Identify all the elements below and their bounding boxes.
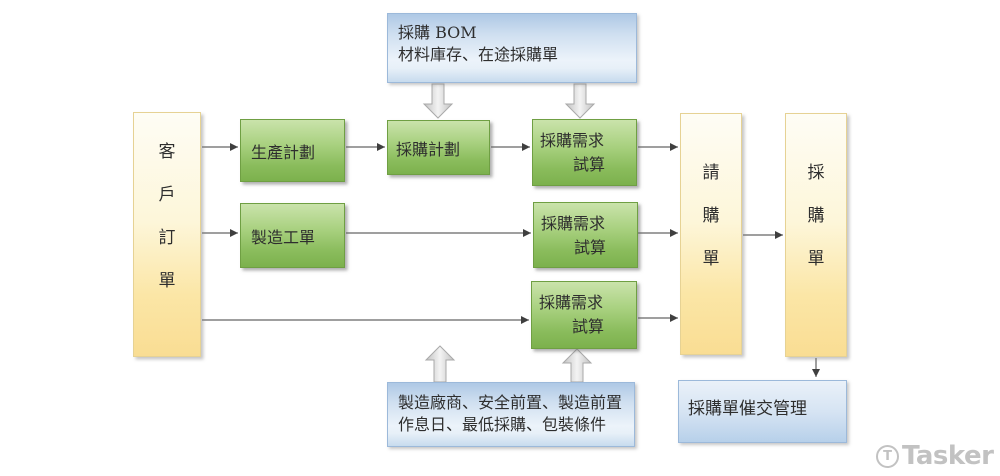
tasker-logo-letter: T [883,448,892,464]
req-calc1-line1: 採購需求 [540,131,605,150]
supplier-conditions-line1: 製造廠商、安全前置、製造前置 [398,393,623,412]
requisition-box: 請 購 單 [680,113,742,355]
purchase-req-calc-box-row1: 採購需求 試算 [532,119,637,186]
block-arrow-up-to-reqcalc3 [561,348,593,383]
purchase-bom-info-box: 採購 BOM 材料庫存、在途採購單 [387,13,637,83]
req-calc2-line2: 試算 [574,238,607,257]
supplier-conditions-line2: 作息日、最低採購、包裝條件 [398,415,607,434]
purchase-plan-label: 採購計劃 [396,139,461,159]
req-calc3-line1: 採購需求 [539,293,604,312]
purchase-order-char-1: 採 [807,163,825,183]
purchase-order-box: 採 購 單 [785,113,847,357]
block-arrow-down-to-reqcalc1 [564,83,596,119]
purchase-order-char-3: 單 [807,249,825,269]
req-calc1-line2: 試算 [573,155,606,174]
po-expedite-box: 採購單催交管理 [678,380,847,443]
purchase-bom-line2: 材料庫存、在途採購單 [398,45,559,64]
purchase-plan-box: 採購計劃 [387,120,490,175]
customer-order-char-1: 客 [158,142,176,162]
watermark: T Tasker [876,441,994,471]
production-plan-box: 生產計劃 [240,119,345,182]
purchase-req-calc-box-row3: 採購需求 試算 [531,281,637,349]
manufacturing-work-order-label: 製造工單 [251,227,316,247]
requisition-char-1: 請 [702,163,720,183]
tasker-logo-icon: T [876,444,899,468]
po-expedite-label: 採購單催交管理 [688,399,807,419]
production-plan-label: 生產計劃 [251,142,316,162]
block-arrow-up-left [424,345,456,383]
customer-order-char-4: 單 [158,271,176,291]
customer-order-char-3: 訂 [158,228,176,248]
manufacturing-work-order-box: 製造工單 [240,203,345,268]
supplier-conditions-info-box: 製造廠商、安全前置、製造前置 作息日、最低採購、包裝條件 [387,382,635,447]
req-calc3-line2: 試算 [572,317,605,336]
customer-order-box: 客 戶 訂 單 [133,112,201,357]
req-calc2-line1: 採購需求 [541,214,606,233]
purchase-bom-line1: 採購 BOM [398,23,477,42]
block-arrow-down-to-purchase-plan [422,83,454,119]
requisition-char-2: 購 [702,206,720,226]
customer-order-char-2: 戶 [158,185,176,205]
purchase-order-char-2: 購 [807,206,825,226]
watermark-text: Tasker [902,441,994,471]
requisition-char-3: 單 [702,249,720,269]
purchase-req-calc-box-row2: 採購需求 試算 [533,202,638,268]
